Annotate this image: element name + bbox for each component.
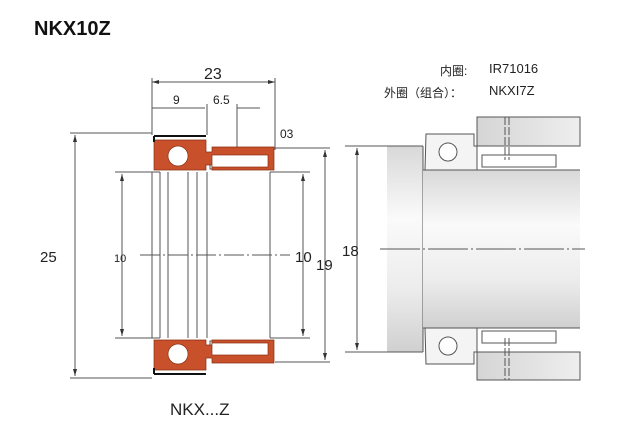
outer-ring-label: 外圈（组合）： (384, 86, 463, 100)
series-caption: NKX...Z (170, 400, 230, 419)
outer-ring-value: NKXI7Z (489, 83, 535, 98)
dim-width-total: 23 (204, 66, 222, 83)
dim-bore-right: 10 (295, 249, 312, 266)
dim-outer-dia: 25 (40, 249, 57, 266)
outer-ring-section-top (153, 135, 275, 171)
inner-ring-value: IR71016 (489, 61, 539, 76)
part-title: NKX10Z (34, 18, 111, 40)
dim-needle-od: 19 (316, 257, 333, 274)
dim-width-needle: 6.5 (213, 93, 230, 107)
dim-bore-left: 10 (114, 253, 126, 265)
outer-ring-section-bottom (153, 339, 275, 375)
dimension-arrows (73, 80, 327, 376)
section-view (70, 78, 330, 379)
inner-ring-label: 内圈: (440, 64, 468, 78)
assembly-view (345, 116, 585, 381)
dim-shaft-dia: 18 (342, 243, 359, 260)
dim-width-ball: 9 (173, 93, 180, 107)
dim-chamfer: 03 (280, 127, 294, 141)
